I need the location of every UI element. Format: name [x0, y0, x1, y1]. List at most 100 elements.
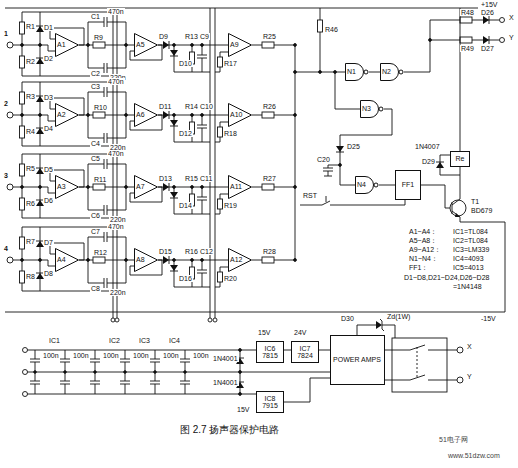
- part-label: R26: [262, 103, 277, 110]
- terminal: [115, 318, 119, 322]
- op-amp-symbol: A3: [55, 175, 79, 199]
- triangle-outline: [135, 34, 158, 57]
- part-label: R19: [223, 202, 238, 209]
- part-label: -15V: [480, 315, 497, 322]
- triangle-outline: [56, 249, 79, 272]
- part-name: A12: [230, 256, 242, 263]
- terminal: [208, 318, 212, 322]
- part-name: N1: [347, 68, 356, 75]
- signal-wire: [369, 72, 380, 73]
- terminal: [239, 349, 242, 352]
- wire: [452, 199, 460, 217]
- nand-gate-symbol: N3: [360, 100, 384, 118]
- node-text: POWER AMPS: [331, 336, 384, 384]
- part-label: R3: [25, 93, 36, 100]
- part-label: Y: [466, 373, 473, 380]
- wire: [324, 176, 332, 177]
- triangle-outline: [135, 104, 158, 127]
- part-name: N4: [357, 181, 366, 188]
- part-label: D27: [480, 45, 495, 52]
- part-label: 100n: [132, 352, 150, 359]
- part-label: D3: [43, 94, 54, 101]
- part-name: A8: [136, 256, 145, 263]
- part-label: R28: [262, 248, 277, 255]
- wire: [404, 20, 500, 72]
- terminal: [457, 377, 463, 383]
- node-text: A6: [134, 103, 158, 127]
- wire: [489, 16, 490, 24]
- part-label: D15: [158, 248, 173, 255]
- part-label: IC5=4013: [452, 264, 485, 271]
- node-text: A11: [228, 175, 252, 199]
- terminal: [213, 318, 217, 322]
- nand-gate-symbol: N4: [355, 176, 379, 194]
- part-name: POWER AMPS: [333, 356, 381, 363]
- part-label: Zd(1W): [386, 313, 411, 320]
- wire: [113, 8, 215, 318]
- part-label: D13: [158, 175, 173, 182]
- inverter-bubble: [399, 70, 403, 74]
- wire: [328, 165, 340, 176]
- node-text: N4: [355, 176, 379, 194]
- channel-copy: [30, 350, 40, 394]
- op-amp-symbol: A10: [228, 103, 252, 127]
- part-label: 1N4001: [212, 355, 239, 362]
- component-box: Re: [450, 151, 470, 167]
- channel-copy: [180, 350, 190, 394]
- diode-symbol: [483, 16, 489, 24]
- triangle-outline: [135, 176, 158, 199]
- terminal: [294, 71, 297, 74]
- part-label: RST: [302, 192, 318, 199]
- part-label: 15V: [257, 329, 271, 336]
- node-text: A2: [55, 103, 79, 127]
- node-text: A10: [228, 103, 252, 127]
- part-label: R8: [25, 273, 36, 280]
- part-label: C1: [90, 13, 101, 20]
- diode-symbol: [376, 321, 382, 329]
- wire: [320, 8, 321, 72]
- part-label: =1N4148: [452, 283, 483, 290]
- part-label: R9: [93, 34, 104, 41]
- figure-caption: 图 2.7 扬声器保护电路: [180, 424, 279, 435]
- component-box: POWER AMPS: [330, 335, 385, 385]
- op-amp-symbol: A6: [134, 103, 158, 127]
- part-name: A2: [57, 111, 66, 118]
- part-name: A7: [136, 183, 145, 190]
- part-label: A5~A8：: [408, 237, 438, 244]
- component-box: IC67815: [256, 341, 284, 363]
- part-label: 100n: [162, 352, 180, 359]
- op-amp-symbol: A2: [55, 103, 79, 127]
- node-text: A12: [228, 248, 252, 272]
- terminal: [23, 370, 28, 375]
- part-label: C20: [316, 156, 331, 163]
- part-label: C2: [90, 70, 101, 77]
- part-name: A11: [230, 183, 242, 190]
- part-label: 220n: [109, 216, 127, 223]
- terminal: [500, 38, 505, 43]
- channel-copy: [7, 12, 296, 76]
- triangle-outline: [229, 176, 252, 199]
- input-number: 4: [3, 245, 9, 252]
- watermark: 51电子网: [438, 436, 469, 443]
- part-label: D8: [43, 270, 54, 277]
- part-label: D30: [340, 315, 355, 322]
- resistor-symbol: [460, 37, 472, 43]
- part-label: R27: [262, 175, 277, 182]
- part-name: N3: [362, 105, 371, 112]
- triangle-outline: [229, 249, 252, 272]
- part-label: BD679: [470, 207, 493, 214]
- node-text: IC67815: [257, 342, 283, 362]
- part-label: 100n: [102, 352, 120, 359]
- part-label: R15: [184, 175, 199, 182]
- op-amp-symbol: A4: [55, 248, 79, 272]
- resistor-symbol: [460, 17, 472, 23]
- part-label: D26: [480, 9, 495, 16]
- part-label: R14: [184, 103, 199, 110]
- terminal: [500, 18, 505, 23]
- part-label: D25: [346, 143, 361, 150]
- diode-symbol: [436, 162, 444, 168]
- component-box: FF1: [395, 170, 421, 200]
- part-label: IC3=LM339: [452, 246, 490, 253]
- part-label: 470n: [107, 150, 125, 157]
- part-label: 220n: [109, 289, 127, 296]
